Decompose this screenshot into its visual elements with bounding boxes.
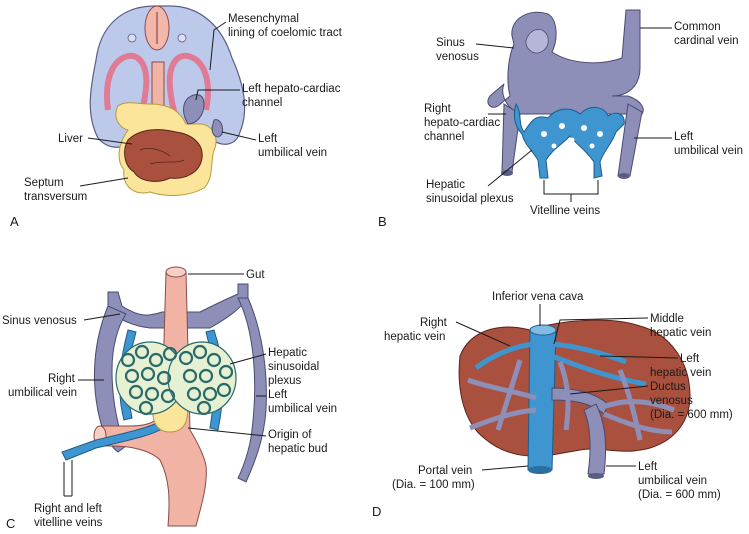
label-cardinal-b: Common cardinal vein: [674, 21, 739, 47]
sinus-venosus-c: [107, 283, 249, 329]
left-umbilical-c: [237, 297, 267, 483]
left-umbilical-vein-a: [211, 119, 223, 138]
panel-letter-d: D: [372, 504, 381, 519]
left-umbilical-d: [583, 403, 607, 475]
left-hepatocardiac-channel: [183, 94, 205, 125]
label-left-umb-d: Left umbilical vein (Dia. = 600 mm): [638, 461, 721, 501]
panel-c: Gut Sinus venosus Hepatic sinusoidal ple…: [2, 266, 337, 531]
label-septum: Septum transversum: [24, 177, 87, 203]
label-hepatic-plexus-b: Hepatic sinusoidal plexus: [426, 179, 514, 205]
label-sinus-b: Sinus venosus: [436, 37, 479, 63]
panel-d: Inferior vena cava Right hepatic vein Mi…: [372, 291, 733, 519]
label-umbilical-a: Left umbilical vein: [258, 133, 327, 159]
label-left-hv: Left hepatic vein: [650, 353, 711, 379]
label-portal: Portal vein (Dia. = 100 mm): [392, 465, 476, 491]
label-gut: Gut: [246, 269, 265, 281]
hepatic-veins: [474, 341, 647, 387]
panel-letter-b: B: [378, 214, 387, 229]
portal-branches: [467, 359, 675, 441]
label-vitelline-b: Vitelline veins: [530, 205, 600, 217]
label-hepatocardiac-a: Left hepato-cardiac channel: [242, 83, 344, 109]
sinus-venosus-b: [487, 9, 644, 115]
label-left-umb-c: Left umbilical vein: [268, 389, 337, 415]
panel-a: Mesenchymal lining of coelomic tract Lef…: [10, 5, 344, 229]
hepatic-plexus-b: [513, 102, 625, 179]
panel-b: Sinus venosus Common cardinal vein Right…: [378, 9, 743, 229]
label-sinus-c: Sinus venosus: [2, 315, 77, 327]
right-umbilical-c: [93, 305, 127, 453]
label-vitelline-c: Right and left vitelline veins: [34, 503, 105, 529]
label-origin-c: Origin of hepatic bud: [268, 429, 327, 455]
hepatic-plexus-c: [115, 341, 237, 416]
label-hepatic-plexus-c: Hepatic sinusoidal plexus: [268, 347, 322, 387]
panel-letter-a: A: [10, 214, 19, 229]
label-left-umb-b: Left umbilical vein: [674, 131, 743, 157]
gut-c: [99, 271, 207, 527]
label-right-hc-b: Right hepato-cardiac channel: [424, 103, 503, 143]
liver-a: [124, 129, 203, 182]
label-liver-a: Liver: [58, 133, 83, 145]
label-ductus: Ductus venosus (Dia. = 600 mm): [650, 381, 733, 421]
label-mesenchymal: Mesenchymal lining of coelomic tract: [228, 13, 343, 39]
label-right-umb-c: Right umbilical vein: [8, 373, 78, 399]
label-ivc: Inferior vena cava: [492, 291, 584, 303]
panel-letter-c: C: [6, 516, 15, 531]
label-middle-hv: Middle hepatic vein: [650, 313, 711, 339]
label-right-hv: Right hepatic vein: [384, 317, 450, 343]
